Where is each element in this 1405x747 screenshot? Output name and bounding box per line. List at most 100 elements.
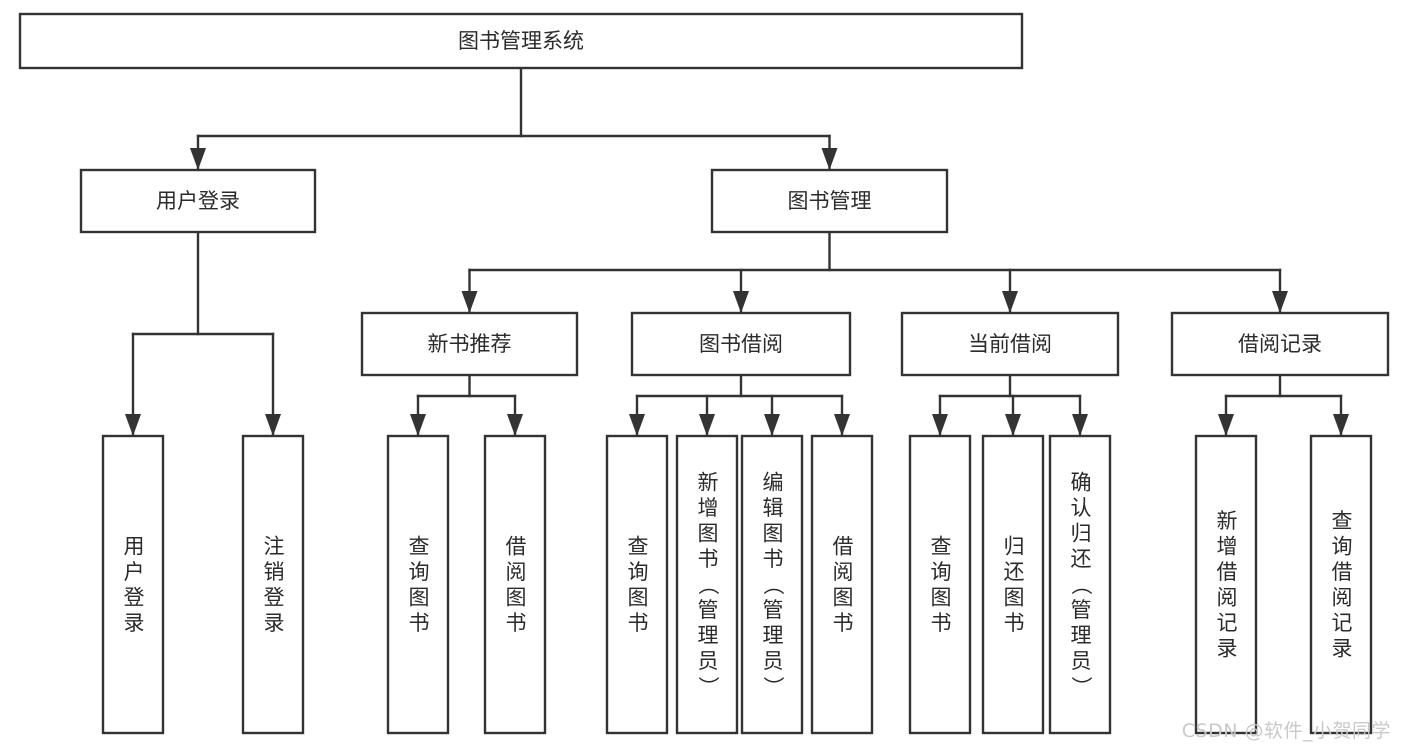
node-box[interactable]: [810, 434, 874, 735]
node-box[interactable]: [483, 434, 547, 735]
node-label-char: ）: [696, 676, 720, 697]
node-label-char: 书: [628, 611, 649, 635]
node-box[interactable]: [981, 434, 1045, 735]
node-label-char: 查: [1332, 509, 1353, 533]
connectors-layer: [125, 66, 1349, 438]
node-root[interactable]: 图书管理系统: [18, 12, 1024, 70]
node-label-char: 理: [1071, 624, 1092, 648]
node-label-char: 归: [1071, 522, 1092, 546]
node-box[interactable]: [630, 311, 852, 377]
node-label-char: 借: [1332, 560, 1353, 584]
node-book-borrow[interactable]: 图书借阅: [630, 311, 852, 377]
node-label-char: 管: [763, 598, 784, 622]
node-label: 图书管理系统: [458, 29, 584, 53]
node-label-char: 阅: [506, 560, 527, 584]
node-label-char: 图: [698, 522, 719, 546]
node-box[interactable]: [908, 434, 972, 735]
arrow-head: [834, 414, 850, 436]
node-label-char: 认: [1071, 496, 1092, 520]
node-label-char: 询: [628, 560, 649, 584]
node-label: 用户登录: [156, 189, 240, 213]
node-box[interactable]: [101, 434, 165, 735]
node-label-char: （: [1069, 574, 1093, 595]
arrow-head: [932, 414, 948, 436]
node-label-char: 员: [763, 649, 784, 673]
node-label-char: 录: [264, 611, 285, 635]
node-label-char: 查: [931, 534, 952, 558]
arrow-head: [1072, 414, 1088, 436]
node-label-char: 新: [698, 471, 719, 495]
node-leaf-user-login[interactable]: 用户登录: [101, 434, 165, 735]
node-label-char: 查: [409, 534, 430, 558]
node-label-char: 注: [264, 534, 285, 558]
node-label-char: 登: [124, 585, 145, 609]
node-new-book-rec[interactable]: 新书推荐: [360, 311, 579, 377]
node-label-char: 确: [1071, 471, 1092, 495]
node-label-char: 借: [506, 534, 527, 558]
node-label-char: 书: [833, 611, 854, 635]
node-label-char: 理: [763, 624, 784, 648]
node-box[interactable]: [675, 434, 739, 735]
node-label-char: 书: [931, 611, 952, 635]
arrow-head: [699, 414, 715, 436]
node-user-login[interactable]: 用户登录: [79, 168, 317, 234]
node-label-char: ）: [1069, 676, 1093, 697]
node-box[interactable]: [241, 434, 305, 735]
node-label-char: ）: [761, 676, 785, 697]
node-box[interactable]: [740, 434, 804, 735]
node-box[interactable]: [900, 311, 1120, 377]
node-label-char: 新: [1217, 509, 1238, 533]
node-label-char: 书: [506, 611, 527, 635]
node-label-char: 户: [124, 560, 145, 584]
node-label-char: 图: [931, 585, 952, 609]
node-label-char: 借: [1217, 560, 1238, 584]
node-box[interactable]: [1170, 311, 1390, 377]
node-current-borrow[interactable]: 当前借阅: [900, 311, 1120, 377]
node-box[interactable]: [1194, 434, 1258, 735]
node-box[interactable]: [605, 434, 669, 735]
node-box[interactable]: [18, 12, 1024, 70]
arrow-head: [1218, 414, 1234, 436]
node-label-char: 图: [628, 585, 649, 609]
arrow-head: [733, 291, 749, 313]
node-label-char: 书: [1004, 611, 1025, 635]
node-label-char: 图: [409, 585, 430, 609]
node-label-char: （: [761, 574, 785, 595]
node-label: 新书推荐: [428, 332, 512, 356]
node-label-char: 记: [1332, 611, 1353, 635]
node-box[interactable]: [360, 311, 579, 377]
node-book-manage[interactable]: 图书管理: [710, 168, 949, 234]
node-label-char: 用: [124, 534, 145, 558]
node-label-char: 登: [264, 585, 285, 609]
node-label: 借阅记录: [1238, 332, 1322, 356]
arrow-head: [410, 414, 426, 436]
node-box[interactable]: [710, 168, 949, 234]
node-box[interactable]: [386, 434, 450, 735]
node-label-char: 还: [1071, 547, 1092, 571]
node-label-char: 录: [124, 611, 145, 635]
nodes-layer: 图书管理系统用户登录图书管理新书推荐图书借阅当前借阅借阅记录用户登录注销登录查询…: [18, 12, 1390, 735]
node-box[interactable]: [79, 168, 317, 234]
node-label-char: 图: [763, 522, 784, 546]
node-label-char: 辑: [763, 496, 784, 520]
node-box[interactable]: [1048, 434, 1112, 735]
node-label-char: （: [696, 574, 720, 595]
node-label-char: 询: [409, 560, 430, 584]
node-label: 图书管理: [788, 189, 872, 213]
node-borrow-record[interactable]: 借阅记录: [1170, 311, 1390, 377]
node-label-char: 还: [1004, 560, 1025, 584]
node-box[interactable]: [1309, 434, 1373, 735]
